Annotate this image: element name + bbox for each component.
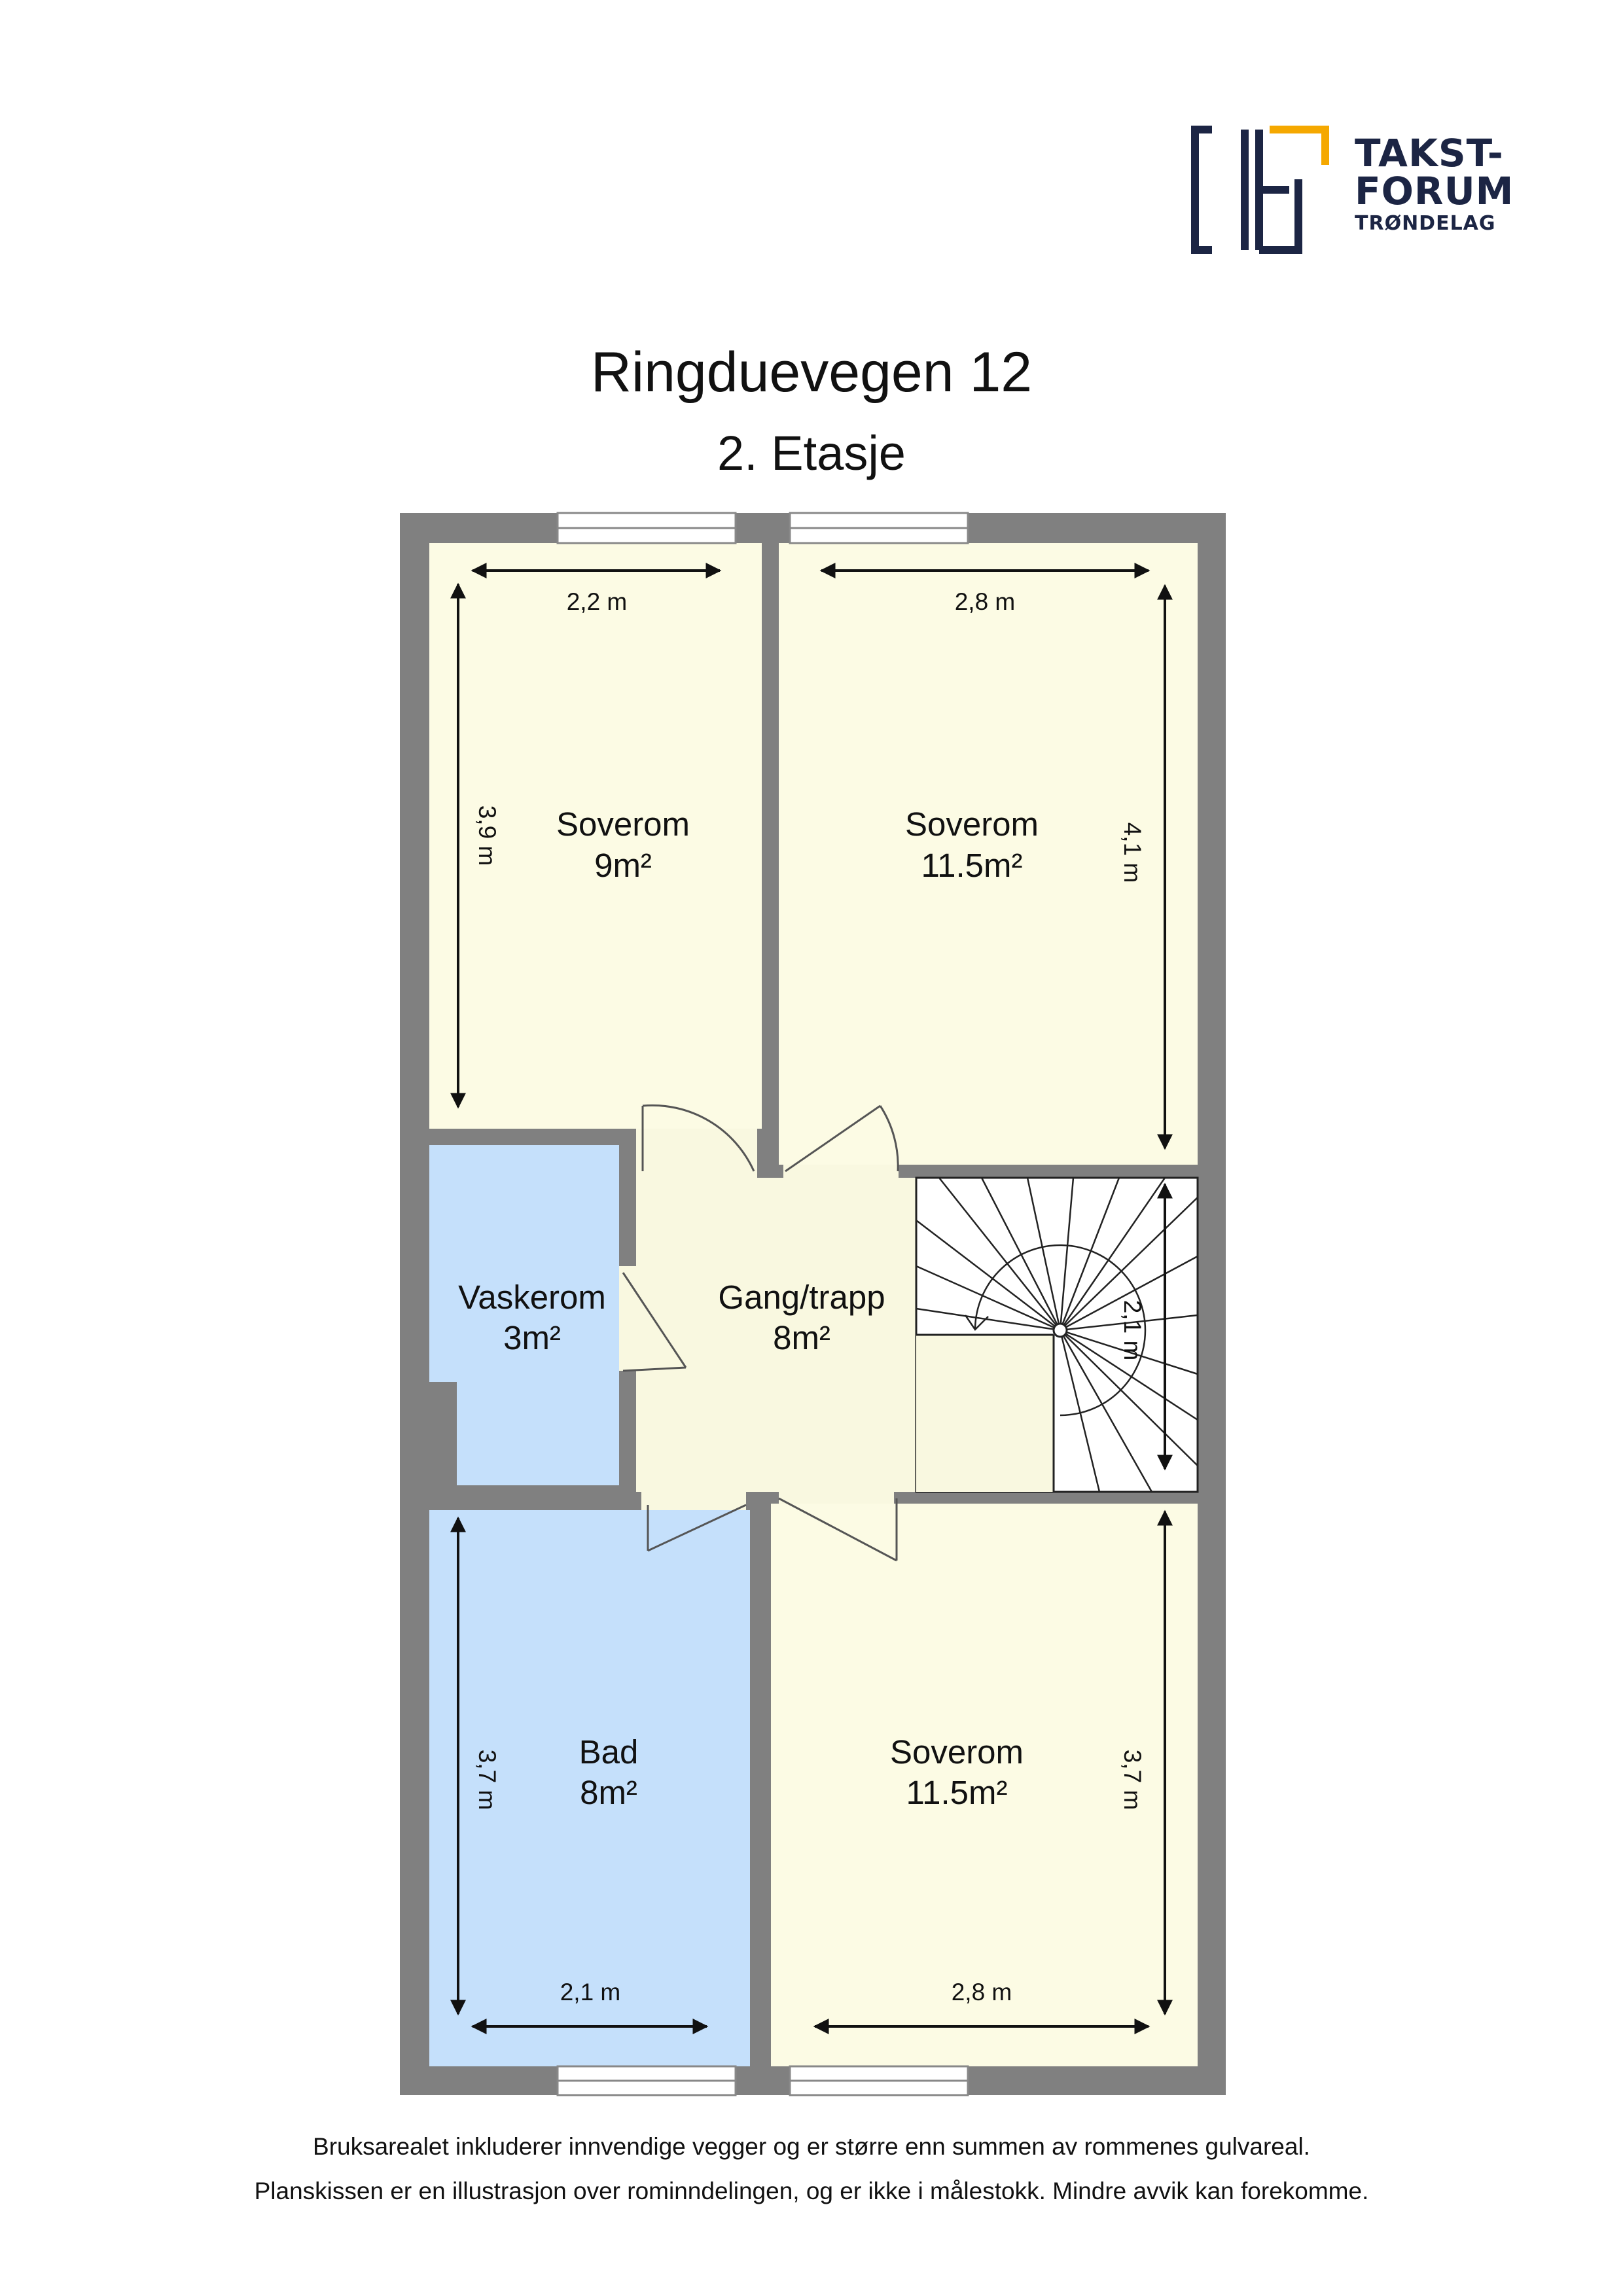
room-area-vaskerom: 3m² — [503, 1319, 561, 1356]
takstforum-logo-icon — [1191, 126, 1329, 254]
room-area-soverom-se: 11.5m² — [906, 1774, 1008, 1811]
dim-ne-width: 2,8 m — [955, 588, 1016, 615]
dim-bad-width: 2,1 m — [560, 1979, 621, 2005]
room-bad — [429, 1510, 750, 2066]
page-title: Ringduevegen 12 — [590, 341, 1033, 404]
room-area-soverom-ne: 11.5m² — [921, 847, 1023, 884]
room-soverom-nw — [429, 543, 762, 1129]
room-label-vaskerom: Vaskerom — [458, 1279, 606, 1316]
dim-ne-height: 4,1 m — [1119, 822, 1146, 883]
footer-note-2: Planskissen er en illustrasjon over romi… — [254, 2178, 1369, 2204]
dimension-lines — [450, 563, 1173, 2034]
room-label-gang: Gang/trapp — [718, 1279, 885, 1316]
dim-stair-height: 2,1 m — [1119, 1300, 1146, 1361]
dim-se-width: 2,8 m — [952, 1979, 1012, 2005]
room-label-soverom-ne: Soverom — [905, 805, 1039, 843]
room-area-bad: 8m² — [580, 1774, 637, 1811]
room-area-gang: 8m² — [773, 1319, 830, 1356]
floor-subtitle: 2. Etasje — [717, 426, 906, 480]
dim-se-height: 3,7 m — [1119, 1750, 1146, 1810]
logo-line-1: TAKST- — [1355, 131, 1504, 175]
door-openings — [619, 1129, 899, 1510]
staircase — [915, 1176, 1199, 1493]
room-area-soverom-nw: 9m² — [594, 847, 652, 884]
logo-line-2: FORUM — [1355, 169, 1514, 213]
windows — [556, 512, 969, 2096]
dim-bad-height: 3,7 m — [474, 1750, 501, 1810]
logo-text: TAKST- FORUM TRØNDELAG — [1355, 134, 1514, 234]
doors — [622, 1104, 899, 1562]
room-vaskerom-notch — [457, 1374, 619, 1485]
logo-line-3: TRØNDELAG — [1355, 212, 1496, 235]
room-label-soverom-nw: Soverom — [556, 805, 690, 843]
room-label-soverom-se: Soverom — [890, 1733, 1024, 1771]
footer-note-1: Bruksarealet inkluderer innvendige vegge… — [313, 2133, 1310, 2160]
room-vaskerom — [429, 1145, 619, 1382]
room-soverom-ne — [779, 543, 1198, 1165]
dim-nw-height: 3,9 m — [474, 805, 501, 866]
dim-nw-width: 2,2 m — [567, 588, 628, 615]
room-soverom-se — [771, 1504, 1198, 2066]
room-label-bad: Bad — [579, 1733, 639, 1771]
